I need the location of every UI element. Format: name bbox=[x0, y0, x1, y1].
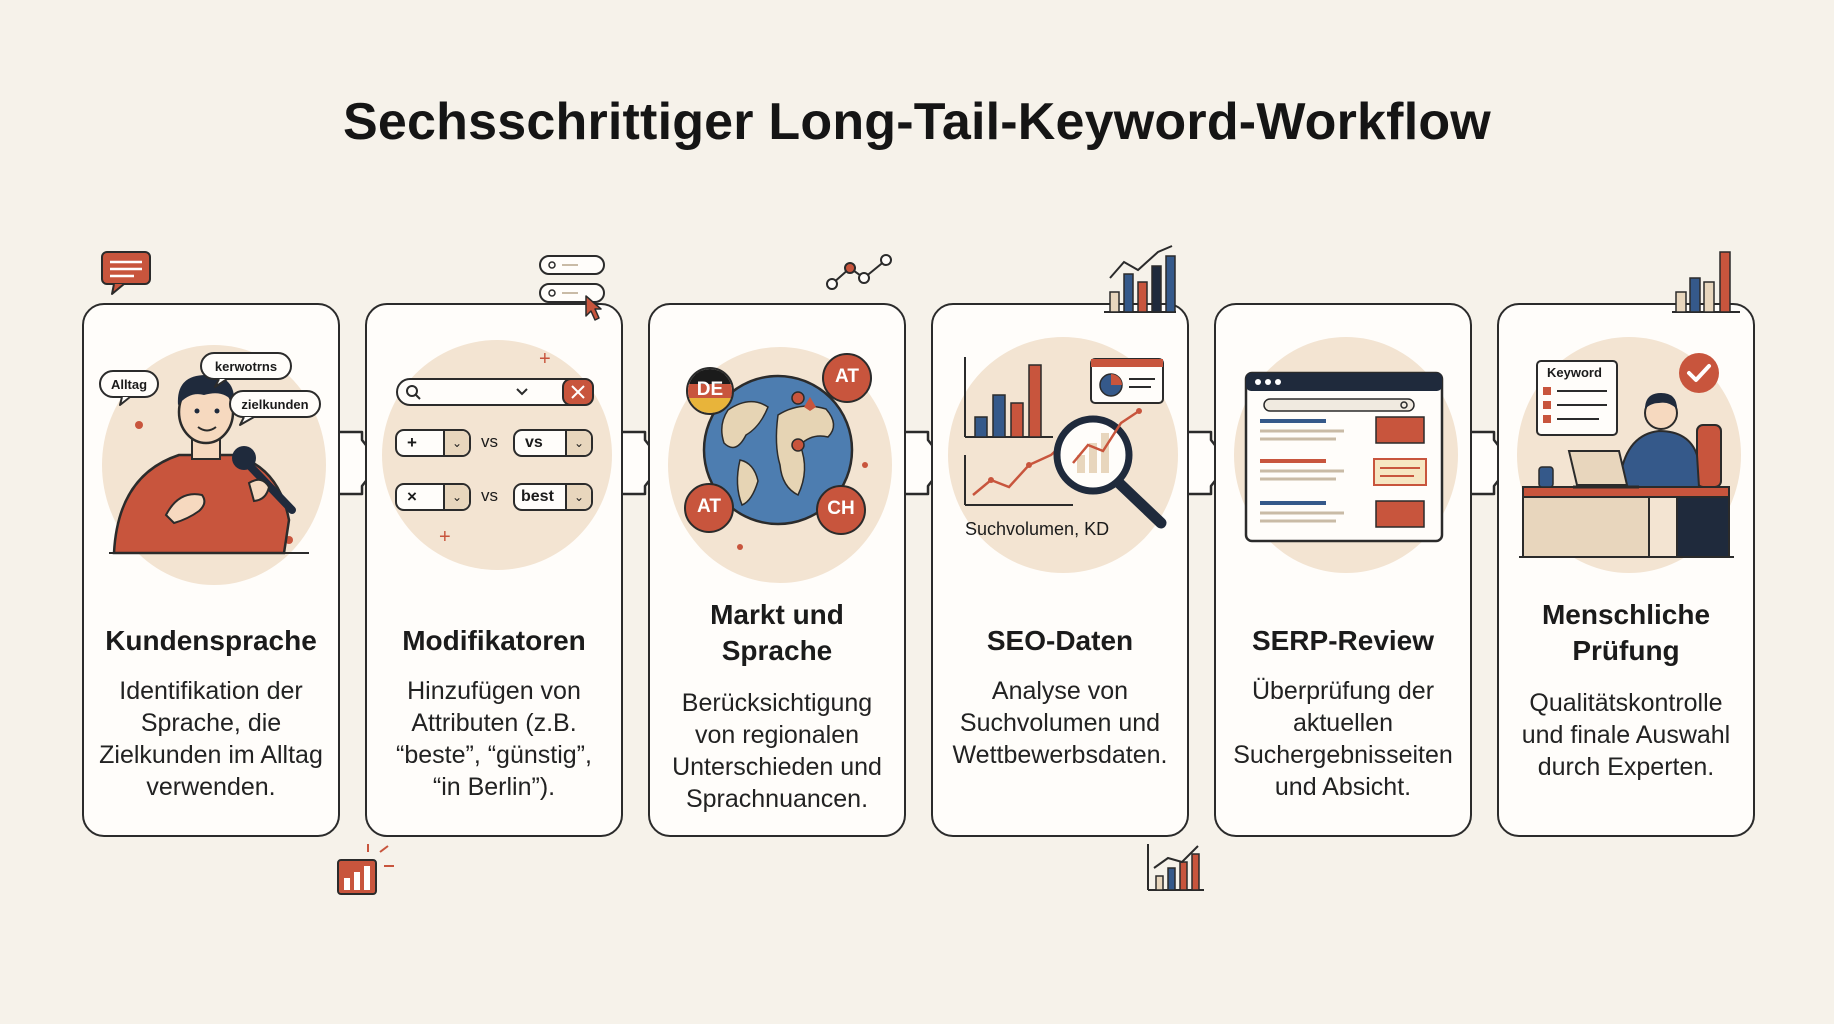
chart-caption: Suchvolumen, KD bbox=[965, 519, 1110, 539]
bubble-label-keywords: kerwotrns bbox=[215, 359, 277, 374]
chevron-down-icon: ⌄ bbox=[443, 485, 469, 509]
step-card-markt-und-sprache: DE AT AT CH Markt und Sprache Berücksich… bbox=[648, 303, 906, 837]
step-description: Überprüfung der aktuellen Suchergebnisse… bbox=[1233, 677, 1453, 801]
modifier-select-vs[interactable]: vs ⌄ bbox=[513, 429, 593, 457]
step-title: SEO-Daten bbox=[986, 625, 1134, 656]
chevron-down-icon: ⌄ bbox=[565, 485, 591, 509]
modifier-value: × bbox=[407, 487, 417, 506]
checklist-title: Keyword bbox=[1547, 365, 1602, 380]
step-description: Qualitätskontrolle und finale Auswahl du… bbox=[1521, 689, 1731, 781]
step-title: Markt und Sprache bbox=[710, 599, 844, 666]
market-badge-ch: CH bbox=[816, 485, 866, 535]
globe-illustration bbox=[668, 347, 892, 583]
modifier-row-1: + ⌄ vs vs ⌄ bbox=[395, 429, 595, 459]
page-title: Sechsschrittiger Long-Tail-Keyword-Workf… bbox=[343, 93, 1491, 151]
modifier-value: + bbox=[407, 433, 417, 452]
seo-analytics-illustration bbox=[948, 337, 1178, 573]
chat-message-icon bbox=[101, 251, 151, 295]
expert-review-illustration bbox=[1517, 337, 1741, 573]
modifier-select-best[interactable]: best ⌄ bbox=[513, 483, 593, 511]
bubble-label-alltag: Alltag bbox=[111, 377, 147, 392]
speech-bubble-zielkunden: zielkunden bbox=[229, 390, 321, 426]
step-title: Modifikatoren bbox=[402, 625, 586, 656]
modifier-row-2: × ⌄ vs best ⌄ bbox=[395, 483, 595, 513]
growth-chart-icon bbox=[337, 844, 394, 895]
step-description: Berücksichtigung von regionalen Untersch… bbox=[672, 689, 882, 813]
step-description: Analyse von Suchvolumen und Wettbewerbsd… bbox=[952, 677, 1168, 769]
modifier-value: vs bbox=[525, 434, 543, 451]
modifier-select-times[interactable]: × ⌄ bbox=[395, 483, 471, 511]
step-card-serp-review: SERP-Review Überprüfung der aktuellen Su… bbox=[1214, 303, 1472, 837]
step-card-seo-daten: Suchvolumen, KD SEO-Daten Analyse von Su… bbox=[931, 303, 1189, 837]
step-card-modifikatoren: + + + ⌄ vs vs ⌄ × ⌄ vs best ⌄ Modifikato… bbox=[365, 303, 623, 837]
market-label: AT bbox=[697, 496, 721, 517]
step-card-menschliche-pruefung: Keyword Menschliche Prüfung Qualitätskon… bbox=[1497, 303, 1755, 837]
market-label: AT bbox=[835, 366, 859, 387]
step-card-kundensprache: Alltag kerwotrns zielkunden Kundensprach… bbox=[82, 303, 340, 837]
step-description: Hinzufügen von Attributen (z.B. “beste”,… bbox=[396, 677, 592, 801]
bubble-label-zielkunden: zielkunden bbox=[241, 397, 308, 412]
check-circle-icon bbox=[1679, 353, 1719, 393]
svg-text:+: + bbox=[439, 526, 451, 548]
speech-bubble-keywords: kerwotrns bbox=[200, 352, 292, 388]
bar-chart-icon bbox=[1672, 251, 1740, 313]
step-title: SERP-Review bbox=[1251, 625, 1435, 656]
serp-browser-illustration bbox=[1234, 337, 1458, 573]
market-badge-at-top: AT bbox=[822, 353, 872, 403]
modifier-select-plus[interactable]: + ⌄ bbox=[395, 429, 471, 457]
search-modifiers-illustration: + + bbox=[382, 340, 612, 570]
speech-bubble-alltag: Alltag bbox=[99, 370, 159, 406]
step-title: Kundensprache bbox=[105, 625, 317, 656]
trend-chart-icon bbox=[1147, 844, 1204, 891]
search-bars-cursor-icon bbox=[539, 255, 605, 321]
step-description: Identifikation der Sprache, die Zielkund… bbox=[99, 677, 323, 801]
bar-chart-trend-icon bbox=[1104, 245, 1176, 313]
chevron-down-icon: ⌄ bbox=[565, 431, 591, 455]
market-badge-at-bottom: AT bbox=[684, 483, 734, 533]
modifier-value: best bbox=[521, 488, 554, 505]
line-graph-icon bbox=[826, 254, 892, 290]
chevron-down-icon: ⌄ bbox=[443, 431, 469, 455]
person-microphone-illustration bbox=[102, 345, 326, 585]
step-title: Menschliche Prüfung bbox=[1541, 599, 1711, 666]
svg-text:+: + bbox=[539, 348, 551, 370]
market-label: CH bbox=[827, 498, 855, 519]
modifier-vs-label: vs bbox=[481, 432, 498, 451]
market-badge-de: DE bbox=[686, 367, 734, 415]
modifier-vs-label: vs bbox=[481, 486, 498, 505]
market-label: DE bbox=[696, 379, 724, 400]
